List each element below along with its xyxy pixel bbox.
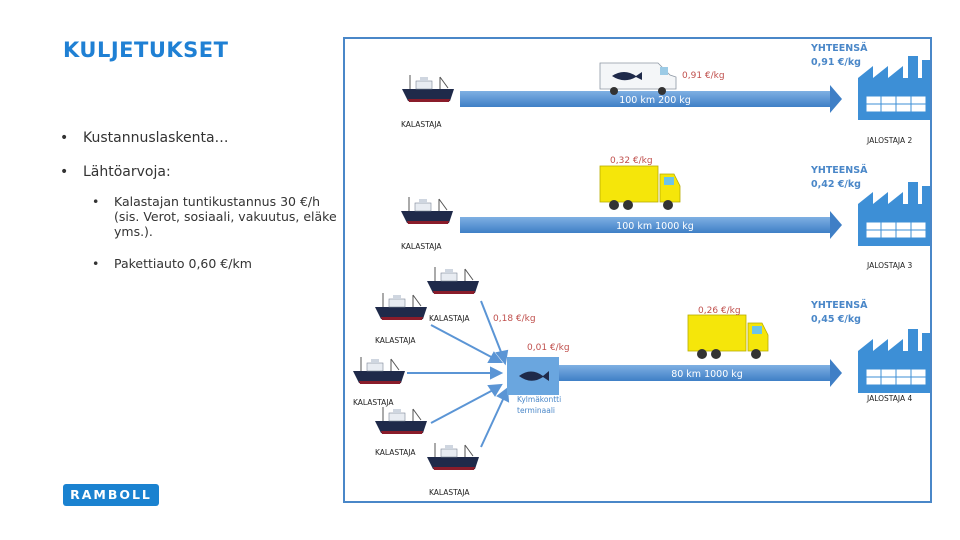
total-value: 0,91 €/kg	[811, 57, 861, 68]
route-arrow	[460, 211, 842, 239]
boat-label: KALASTAJA	[375, 336, 416, 345]
sub-bullet-text: Pakettiauto 0,60 €/km	[114, 256, 252, 271]
factory-icon	[857, 181, 930, 247]
collect-price: 0,18 €/kg	[493, 314, 536, 324]
boat-icon	[426, 442, 480, 471]
terminal-label: terminaali	[517, 406, 555, 415]
source-label: KALASTAJA	[401, 120, 442, 129]
transport-diagram: KALASTAJA 100 km 200 kg 0,91 €/kg YHTEEN…	[343, 37, 932, 503]
total-label: YHTEENSÄ	[810, 43, 868, 54]
terminal-label: Kylmäkontti	[517, 395, 561, 404]
factory-label: JALOSTAJA 4	[866, 394, 913, 403]
boat-icon	[400, 196, 454, 225]
route-1: KALASTAJA 100 km 200 kg 0,91 €/kg YHTEEN…	[401, 43, 930, 145]
factory-icon	[857, 55, 930, 121]
sub-bullet-text: Kalastajan tuntikustannus 30 €/h (sis. V…	[114, 194, 337, 239]
boat-icon	[374, 406, 428, 435]
boat-icon	[401, 74, 455, 103]
bullet-text: Kustannuslaskenta…	[83, 130, 229, 146]
collection-arrows	[407, 300, 510, 448]
factory-label: JALOSTAJA 2	[866, 136, 913, 145]
sub-bullet-item: Kalastajan tuntikustannus 30 €/h (sis. V…	[92, 194, 344, 239]
route-arrow	[559, 359, 842, 387]
boat-icon	[352, 356, 406, 385]
boat-label: KALASTAJA	[429, 488, 470, 497]
van-icon	[599, 62, 677, 95]
source-label: KALASTAJA	[401, 242, 442, 251]
terminal-price: 0,01 €/kg	[527, 343, 570, 353]
route-price: 0,32 €/kg	[610, 156, 653, 166]
terminal-icon	[507, 357, 559, 395]
bullet-text: Lähtöarvoja:	[83, 164, 171, 180]
route-arrow	[460, 85, 842, 113]
ramboll-logo: RAMBOLL	[63, 484, 159, 506]
route-3: KALASTAJA KALASTAJA KALASTAJA KALASTAJA …	[352, 266, 930, 497]
boat-icon	[426, 266, 480, 295]
factory-icon	[857, 328, 930, 394]
arrow-label: 100 km 200 kg	[619, 95, 691, 106]
factory-label: JALOSTAJA 3	[866, 261, 913, 270]
truck-icon	[687, 314, 769, 360]
boat-label: KALASTAJA	[375, 448, 416, 457]
total-value: 0,42 €/kg	[811, 179, 861, 190]
arrow-label: 100 km 1000 kg	[616, 221, 694, 232]
arrow-label: 80 km 1000 kg	[671, 369, 743, 380]
boat-icon	[374, 292, 428, 321]
route-price: 0,26 €/kg	[698, 306, 741, 316]
total-value: 0,45 €/kg	[811, 314, 861, 325]
total-label: YHTEENSÄ	[810, 300, 868, 311]
boat-label: KALASTAJA	[353, 398, 394, 407]
boat-label: KALASTAJA	[429, 314, 470, 323]
bullet-item: Kustannuslaskenta…	[60, 130, 229, 146]
sub-bullet-item: Pakettiauto 0,60 €/km	[92, 256, 344, 271]
route-price: 0,91 €/kg	[682, 71, 725, 81]
route-2: KALASTAJA 100 km 1000 kg 0,32 €/kg YHTEE…	[400, 156, 930, 270]
slide-title: KULJETUKSET	[63, 38, 229, 62]
bullet-item: Lähtöarvoja:	[60, 164, 171, 180]
truck-icon	[599, 165, 681, 211]
total-label: YHTEENSÄ	[810, 165, 868, 176]
